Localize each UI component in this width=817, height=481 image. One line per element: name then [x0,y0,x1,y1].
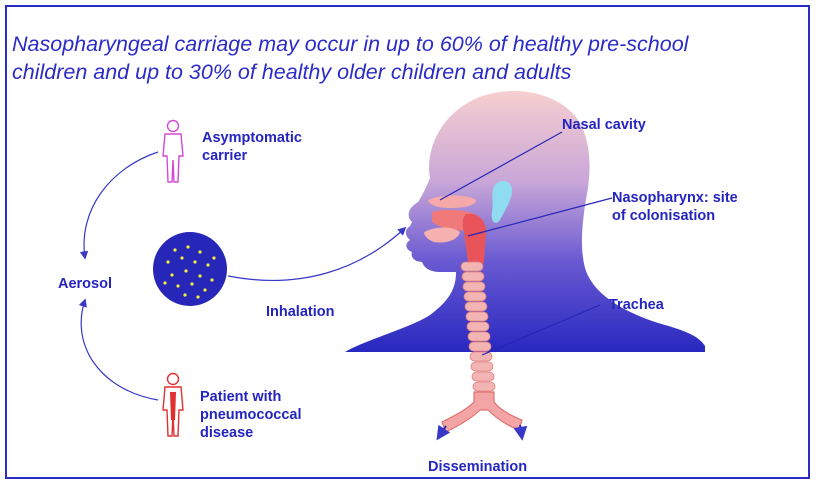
label-nasal-cavity: Nasal cavity [562,116,646,134]
label-asymptomatic-carrier: Asymptomatic carrier [202,129,302,165]
aerosol-particles-icon [153,232,227,306]
label-trachea: Trachea [609,296,664,314]
transmission-arrows [81,152,405,400]
person-icon [163,121,183,183]
label-aerosol: Aerosol [58,275,112,293]
label-inhalation: Inhalation [266,303,334,321]
label-dissemination: Dissemination [428,458,527,476]
label-patient: Patient with pneumococcal disease [200,388,302,442]
label-nasopharynx: Nasopharynx: site of colonisation [612,189,738,225]
lungs-icon [438,392,522,438]
person-icon [163,374,183,437]
